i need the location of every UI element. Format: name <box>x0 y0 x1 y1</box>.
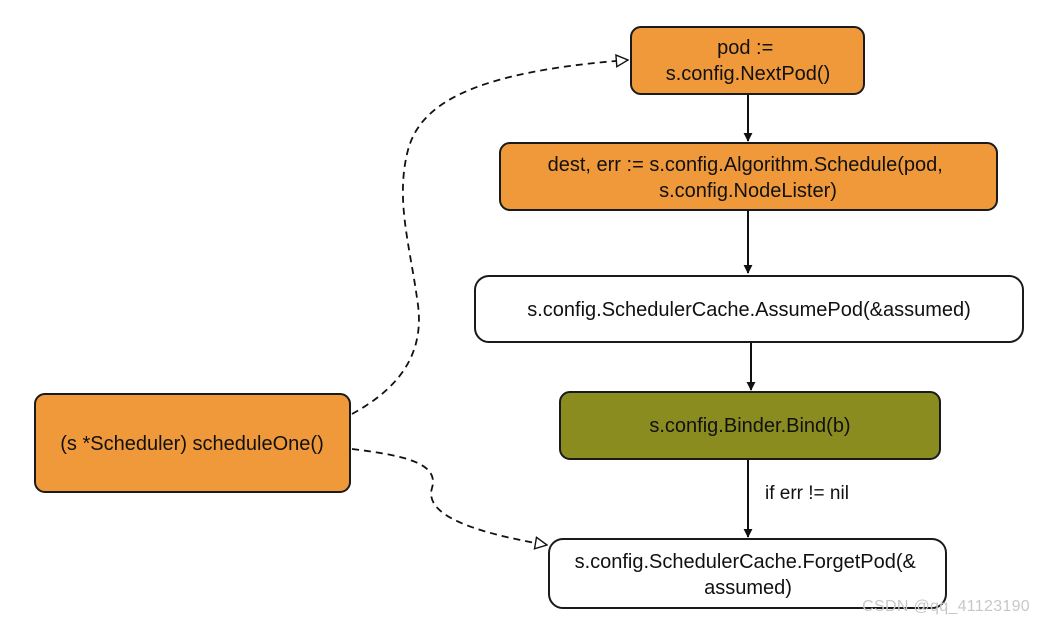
node-assume-pod-line-1: s.config.SchedulerCache.AssumePod(&assum… <box>527 299 971 321</box>
node-bind-box <box>559 391 941 460</box>
node-schedule-line-2: s.config.NodeLister) <box>659 180 837 202</box>
dashed-arrow-scheduleone-to-nextpod <box>351 60 628 415</box>
node-next-pod-line-2: s.config.NextPod() <box>666 63 831 85</box>
node-forget-pod-box <box>548 538 947 609</box>
node-forget-pod-line-1: s.config.SchedulerCache.ForgetPod(& <box>575 551 917 573</box>
node-bind-line-1: s.config.Binder.Bind(b) <box>649 415 850 437</box>
dashed-arrow-scheduleone-to-forgetpod <box>351 448 547 545</box>
node-forget-pod: s.config.SchedulerCache.ForgetPod(& assu… <box>548 538 947 609</box>
svg-text:s.config.SchedulerCache.Forget: s.config.SchedulerCache.ForgetPod(& assu… <box>575 551 922 599</box>
node-assume-pod: s.config.SchedulerCache.AssumePod(&assum… <box>474 275 1024 343</box>
node-schedule-one-box <box>34 393 351 493</box>
svg-text:(s *Scheduler) scheduleOne(): (s *Scheduler) scheduleOne() <box>60 433 323 455</box>
node-schedule-one: (s *Scheduler) scheduleOne() <box>34 393 351 493</box>
node-next-pod-box <box>630 26 865 95</box>
edge-label-group: if err != nil <box>765 483 849 504</box>
node-next-pod: pod := s.config.NextPod() <box>630 26 865 95</box>
edge-label-if-err: if err != nil <box>765 483 849 504</box>
node-forget-pod-line-2: assumed) <box>704 577 792 599</box>
svg-text:if err != nil: if err != nil <box>765 483 849 504</box>
svg-text:s.config.SchedulerCache.Assume: s.config.SchedulerCache.AssumePod(&assum… <box>527 299 971 321</box>
node-schedule-line-1: dest, err := s.config.Algorithm.Schedule… <box>548 154 943 176</box>
node-schedule-one-line-1: (s *Scheduler) scheduleOne() <box>60 433 323 455</box>
watermark: CSDN @qq_41123190 <box>862 598 1030 615</box>
node-bind: s.config.Binder.Bind(b) <box>559 391 941 460</box>
svg-text:dest, err := s.config.Algorith: dest, err := s.config.Algorithm.Schedule… <box>548 154 949 202</box>
node-schedule: dest, err := s.config.Algorithm.Schedule… <box>499 142 998 211</box>
node-assume-pod-box <box>474 275 1024 343</box>
node-schedule-box <box>499 142 998 211</box>
node-next-pod-line-1: pod := <box>717 37 773 59</box>
edges <box>351 60 756 545</box>
svg-text:pod := s.config.NextPod(: pod := s.config.NextPod() <box>666 37 831 85</box>
svg-text:s.config.Binder.Bind(b): s.config.Binder.Bind(b) <box>649 415 850 437</box>
